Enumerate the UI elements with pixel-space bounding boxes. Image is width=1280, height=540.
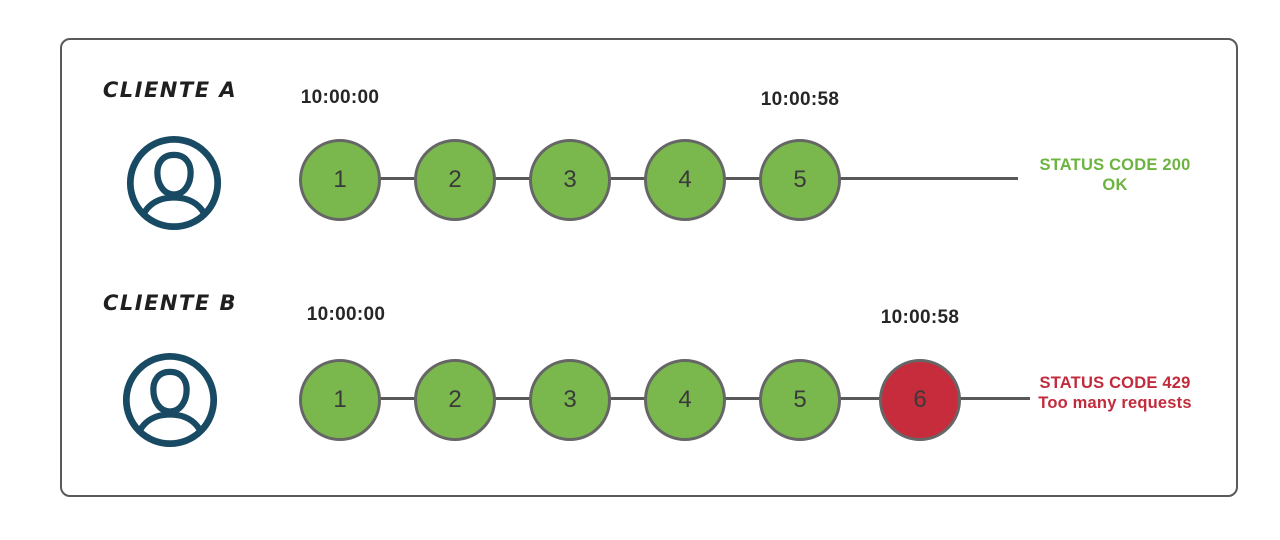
request-circle: 1	[299, 139, 381, 221]
timestamp-end: 10:00:58	[760, 89, 840, 110]
status-text-429: STATUS CODE 429 Too many requests	[1026, 373, 1204, 413]
request-circle: 1	[299, 359, 381, 441]
status-text-200: STATUS CODE 200 OK	[1026, 155, 1204, 195]
user-avatar-icon	[122, 131, 226, 235]
request-circle: 2	[414, 359, 496, 441]
timestamp-start: 10:00:00	[300, 87, 380, 108]
timestamp-end: 10:00:58	[880, 307, 960, 328]
status-line-2: OK	[1102, 176, 1128, 194]
request-circle: 4	[644, 359, 726, 441]
client-b-label: CLIENTE B	[102, 291, 237, 315]
status-line-2: Too many requests	[1038, 394, 1192, 412]
request-circle: 6	[879, 359, 961, 441]
request-circle: 4	[644, 139, 726, 221]
status-line-1: STATUS CODE 200	[1039, 156, 1191, 174]
user-avatar-icon	[118, 348, 222, 452]
request-circle: 2	[414, 139, 496, 221]
status-line-1: STATUS CODE 429	[1039, 374, 1191, 392]
request-circle: 3	[529, 139, 611, 221]
client-a-label: CLIENTE A	[102, 78, 238, 102]
request-circle: 5	[759, 139, 841, 221]
timestamp-start: 10:00:00	[306, 304, 386, 325]
diagram-frame	[60, 38, 1238, 497]
request-circle: 3	[529, 359, 611, 441]
request-circle: 5	[759, 359, 841, 441]
